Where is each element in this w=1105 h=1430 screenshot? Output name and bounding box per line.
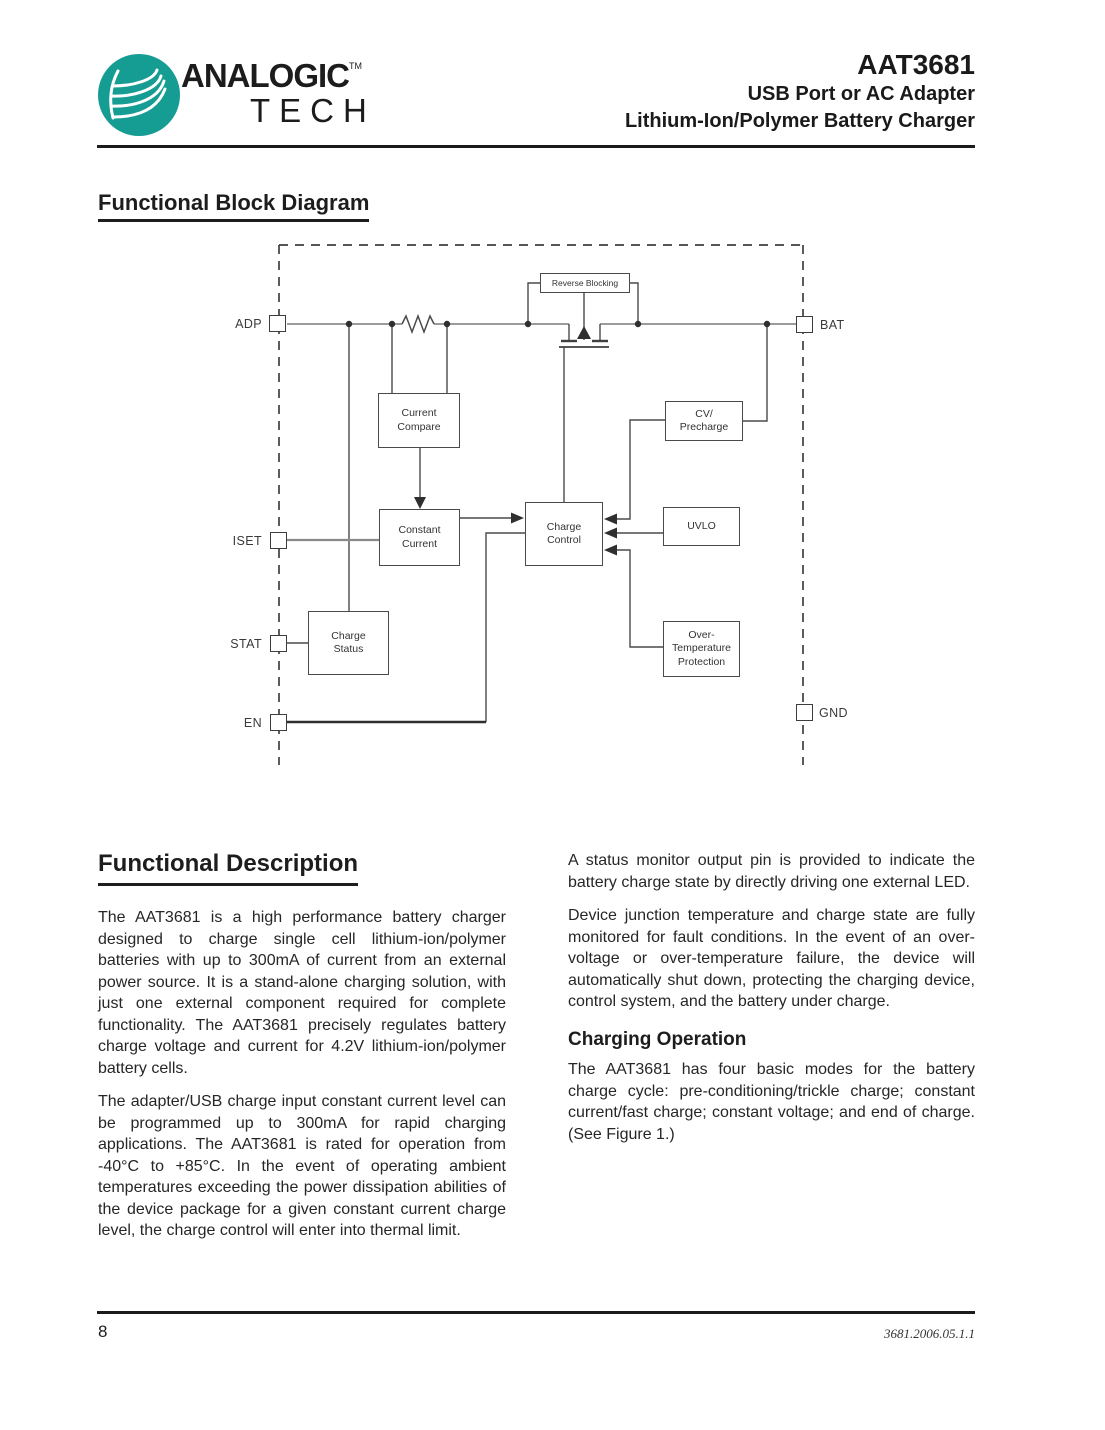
wire-reverse-blocking-left [527, 282, 540, 324]
block-charge-control: Charge Control [525, 502, 603, 566]
junction-dot [443, 320, 451, 328]
arrow-uvlo-into-chargecontrol [604, 527, 617, 539]
junction-dot [634, 320, 642, 328]
junction-dot [524, 320, 532, 328]
wire-cvprecharge-to-chargecontrol [617, 419, 665, 520]
pin-gnd [796, 704, 813, 721]
junction-dot [763, 320, 771, 328]
block-reverse-blocking: Reverse Blocking [540, 273, 630, 293]
wire-cvprecharge-to-bat [743, 324, 768, 422]
junction-dot [388, 320, 396, 328]
junction-dot [345, 320, 353, 328]
pin-label-gnd: GND [819, 706, 848, 720]
block-cv-precharge: CV/ Precharge [665, 401, 743, 441]
pin-label-en: EN [243, 716, 262, 730]
logo-wordmark-tech: TECH [250, 92, 376, 129]
wire-reverse-blocking-right [629, 282, 639, 324]
part-number: AAT3681 [857, 49, 975, 80]
arrow-cv-into-chargecontrol [604, 513, 617, 525]
pin-label-iset: ISET [232, 534, 262, 548]
footer-rule [97, 1311, 975, 1314]
doc-version: 3681.2006.05.1.1 [884, 1326, 975, 1341]
pin-stat [270, 635, 287, 652]
arrow-into-chargecontrol-left [511, 512, 524, 524]
pin-label-stat: STAT [230, 637, 262, 651]
block-diagram-heading: Functional Block Diagram [98, 190, 370, 222]
charging-operation-heading: Charging Operation [568, 1028, 747, 1050]
block-current-compare: Current Compare [378, 393, 460, 448]
pin-en [270, 714, 287, 731]
pin-iset [270, 532, 287, 549]
block-uvlo: UVLO [663, 507, 740, 546]
en-wire-vertical [485, 532, 525, 722]
logo-tm-mark: TM [349, 61, 362, 71]
subtitle-line2: Lithium-Ion/Polymer Battery Charger [624, 110, 975, 133]
arrow-into-constcurrent [414, 497, 426, 509]
analogictech-logo [98, 54, 180, 136]
right-column: A status monitor output pin is provided … [568, 848, 975, 1157]
left-column: Functional Description The AAT3681 is a … [98, 848, 506, 1254]
block-over-temperature-protection: Over-Temperature Protection [663, 621, 740, 677]
functional-description-heading: Functional Description [98, 848, 359, 887]
paragraph: The adapter/USB charge input constant cu… [98, 1093, 506, 1240]
pin-bat [796, 316, 813, 333]
header-rule [97, 145, 975, 148]
paragraph: A status monitor output pin is provided … [568, 852, 975, 891]
sense-resistor [401, 313, 435, 335]
block-charge-status: Charge Status [308, 611, 389, 675]
arrow-overtemp-into-chargecontrol [604, 544, 617, 556]
body-diode-icon [577, 326, 591, 339]
logo-leaf-icon [98, 54, 180, 136]
block-constant-current: Constant Current [379, 509, 460, 566]
logo-text-analogic: ANALOGIC [181, 57, 350, 94]
page-number: 8 [98, 1322, 108, 1341]
header-title-block: AAT3681 USB Port or AC Adapter Lithium-I… [500, 49, 975, 136]
subtitle-line1: USB Port or AC Adapter [747, 82, 975, 105]
paragraph: Device junction temperature and charge s… [568, 907, 975, 1011]
paragraph: The AAT3681 has four basic modes for the… [568, 1061, 975, 1143]
pin-label-adp: ADP [235, 317, 262, 331]
pin-label-bat: BAT [820, 318, 845, 332]
paragraph: The AAT3681 is a high performance batter… [98, 909, 506, 1077]
wire-overtemp-to-chargecontrol [617, 549, 663, 648]
logo-wordmark-analogic: ANALOGICTM [181, 57, 362, 95]
pin-adp [269, 315, 286, 332]
